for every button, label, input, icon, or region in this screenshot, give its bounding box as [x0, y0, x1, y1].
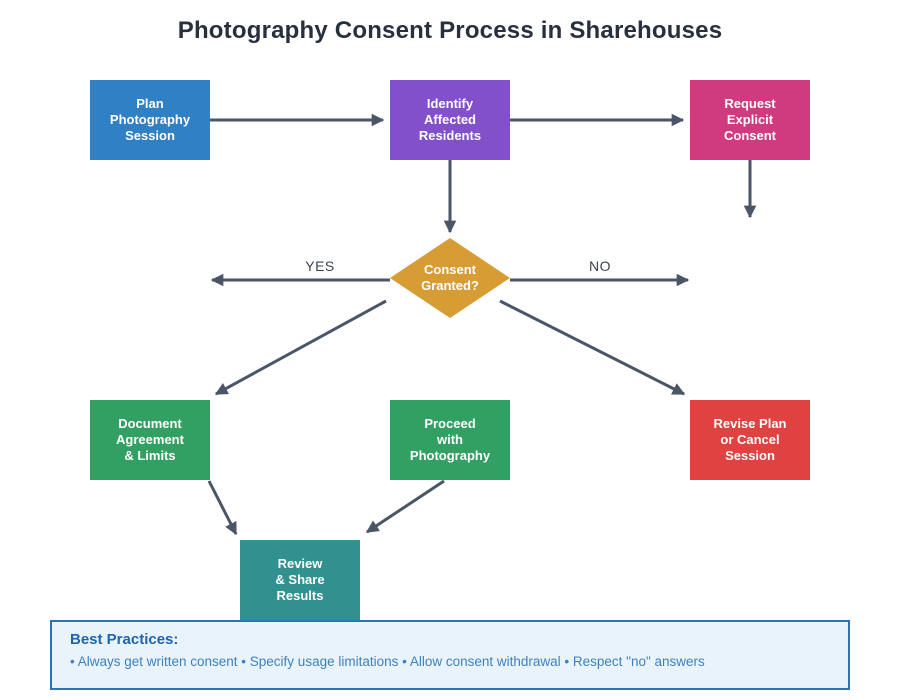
node-review-share-results: Review & Share Results [240, 540, 360, 620]
node-identify-affected-residents: Identify Affected Residents [390, 80, 510, 160]
best-practices-panel: Best Practices: • Always get written con… [50, 620, 850, 690]
edge-label-yes: YES [305, 258, 335, 274]
node-proceed-with-photography: Proceed with Photography [390, 400, 510, 480]
page-title: Photography Consent Process in Sharehous… [177, 17, 723, 44]
node-consent-granted-decision: Consent Granted? [421, 262, 479, 293]
edge-label-no: NO [589, 258, 611, 274]
best-practices-heading: Best Practices: [70, 631, 179, 648]
node-request-explicit-consent: Request Explicit Consent [690, 80, 810, 160]
node-document-agreement-limits: Document Agreement & Limits [90, 400, 210, 480]
node-plan-photography-session: Plan Photography Session [90, 80, 210, 160]
node-revise-plan-cancel-session: Revise Plan or Cancel Session [690, 400, 810, 480]
best-practices-items: • Always get written consent • Specify u… [70, 654, 705, 669]
